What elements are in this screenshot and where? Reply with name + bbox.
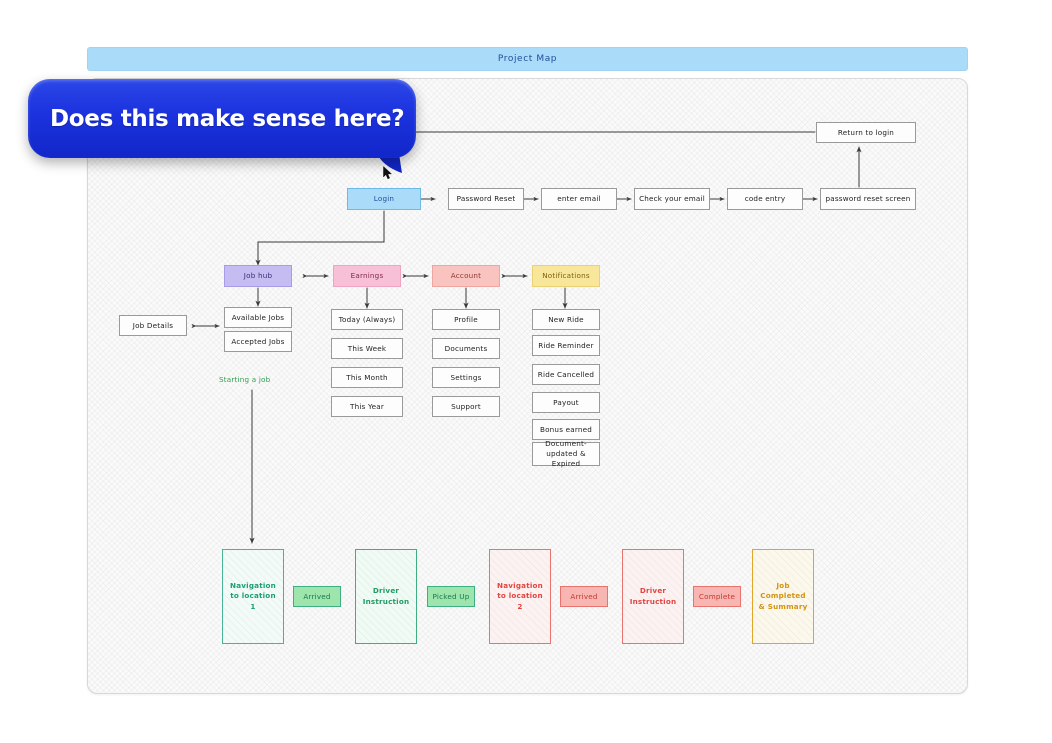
node-layer: Login Password Reset enter email Check y… [88, 79, 967, 693]
node-job-hub-header[interactable]: Job hub [224, 265, 292, 287]
cursor-arrow-icon [383, 166, 393, 180]
node-notification-ride-reminder[interactable]: Ride Reminder [532, 335, 600, 356]
node-code-entry[interactable]: code entry [727, 188, 803, 210]
speech-bubble-text: Does this make sense here? [50, 105, 405, 132]
node-navigation-to-location-2[interactable]: Navigation to location 2 [489, 549, 551, 644]
node-job-details[interactable]: Job Details [119, 315, 187, 336]
node-accepted-jobs[interactable]: Accepted Jobs [224, 331, 292, 352]
diagram-canvas[interactable]: Login Password Reset enter email Check y… [87, 78, 968, 694]
node-account-documents[interactable]: Documents [432, 338, 500, 359]
node-earnings-today[interactable]: Today (Always) [331, 309, 403, 330]
node-notification-document-updated-expired[interactable]: Document-updated & Expired [532, 439, 600, 468]
node-notification-payout[interactable]: Payout [532, 392, 600, 413]
node-password-reset[interactable]: Password Reset [448, 188, 524, 210]
node-earnings-this-year[interactable]: This Year [331, 396, 403, 417]
node-earnings-this-month[interactable]: This Month [331, 367, 403, 388]
node-earnings-this-week[interactable]: This Week [331, 338, 403, 359]
node-job-completed-summary[interactable]: Job Completed & Summary [752, 549, 814, 644]
node-check-your-email[interactable]: Check your email [634, 188, 710, 210]
node-arrived-2[interactable]: Arrived [560, 586, 608, 607]
project-map-titlebar: Project Map [87, 47, 968, 71]
node-complete[interactable]: Complete [693, 586, 741, 607]
node-password-reset-screen[interactable]: password reset screen [820, 188, 916, 210]
node-arrived-1[interactable]: Arrived [293, 586, 341, 607]
speech-bubble-annotation[interactable]: Does this make sense here? [28, 79, 416, 158]
page-title: Project Map [497, 54, 558, 64]
node-notification-ride-cancelled[interactable]: Ride Cancelled [532, 364, 600, 385]
label-starting-a-job: Starting a job [219, 375, 271, 384]
node-return-to-login[interactable]: Return to login [816, 122, 916, 143]
node-account-support[interactable]: Support [432, 396, 500, 417]
node-account-profile[interactable]: Profile [432, 309, 500, 330]
node-login[interactable]: Login [347, 188, 421, 210]
node-available-jobs[interactable]: Available Jobs [224, 307, 292, 328]
node-navigation-to-location-1[interactable]: Navigation to location 1 [222, 549, 284, 644]
node-account-header[interactable]: Account [432, 265, 500, 287]
node-picked-up[interactable]: Picked Up [427, 586, 475, 607]
node-earnings-header[interactable]: Earnings [333, 265, 401, 287]
node-driver-instruction-2[interactable]: Driver Instruction [622, 549, 684, 644]
node-notifications-header[interactable]: Notifications [532, 265, 600, 287]
node-enter-email[interactable]: enter email [541, 188, 617, 210]
node-notification-new-ride[interactable]: New Ride [532, 309, 600, 330]
node-account-settings[interactable]: Settings [432, 367, 500, 388]
node-driver-instruction-1[interactable]: Driver Instruction [355, 549, 417, 644]
node-notification-bonus-earned[interactable]: Bonus earned [532, 419, 600, 440]
